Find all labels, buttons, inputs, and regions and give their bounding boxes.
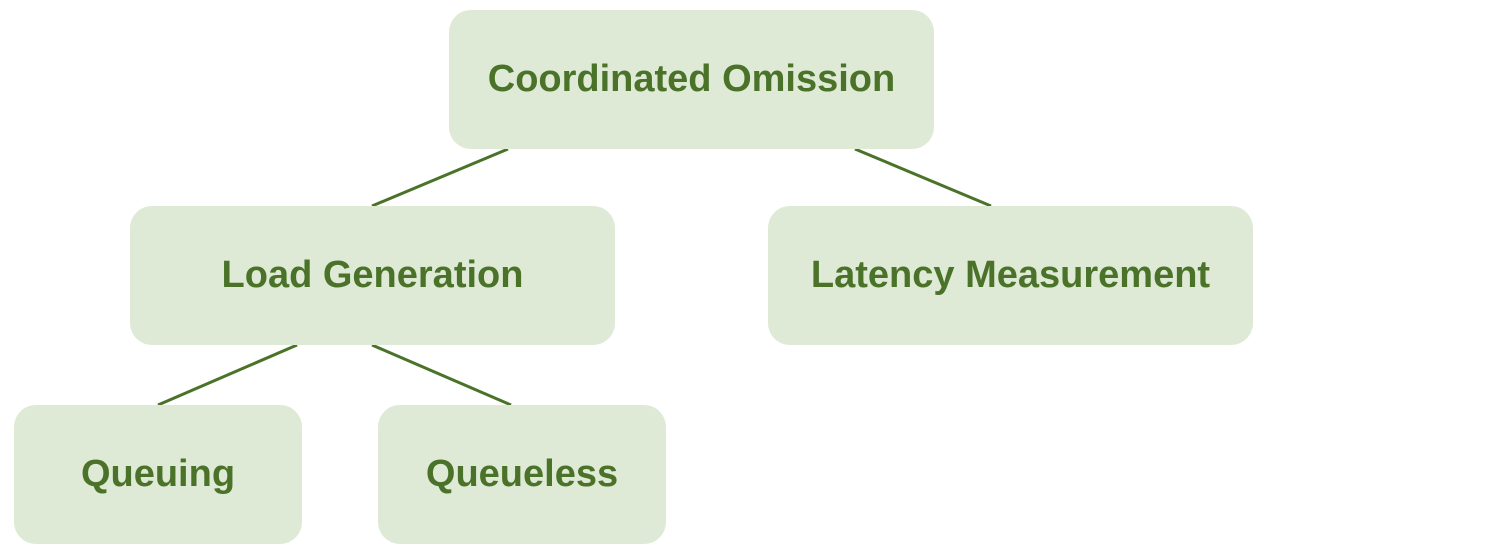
edge-root-to-latency-measurement [854,147,992,208]
node-queueless: Queueless [378,405,666,544]
node-latency-measurement: Latency Measurement [768,206,1253,345]
node-label: Load Generation [221,254,524,296]
edge-root-to-load-generation [371,147,509,208]
node-coordinated-omission: Coordinated Omission [449,10,934,149]
edge-load-generation-to-queuing [157,343,298,407]
node-load-generation: Load Generation [130,206,615,345]
node-label: Queueless [425,453,619,495]
node-queuing: Queuing [14,405,302,544]
node-label: Coordinated Omission [487,58,896,100]
edge-load-generation-to-queueless [371,343,512,407]
node-label: Queuing [80,453,236,495]
node-label: Latency Measurement [810,254,1211,296]
